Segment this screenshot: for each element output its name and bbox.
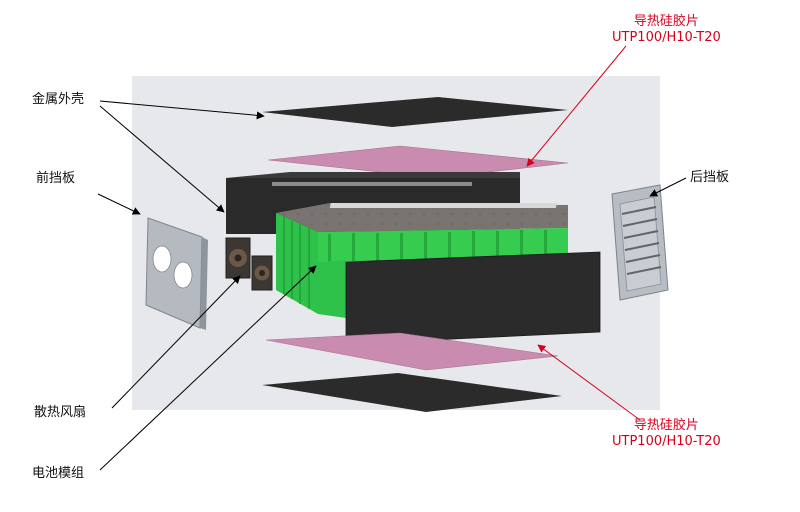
leader-lines [97, 100, 687, 471]
cooling-fans [225, 237, 273, 291]
bottom-thermal-pad [265, 332, 559, 371]
rear-panel [611, 184, 669, 301]
label-front-panel: 前挡板 [36, 171, 76, 186]
label-battery-module: 电池模组 [32, 466, 85, 481]
thermal-pad-bottom-name: 导热硅胶片 [633, 418, 699, 433]
label-cooling-fan: 散热风扇 [34, 405, 87, 420]
thermal-pad-bottom-callout: 导热硅胶片 UTP100/H10-T20 [612, 418, 721, 450]
top-shell-plate [262, 97, 568, 127]
thermal-pad-bottom-model: UTP100/H10-T20 [612, 434, 721, 449]
label-rear-panel: 后挡板 [690, 170, 730, 185]
thermal-pad-top-name: 导热硅胶片 [633, 14, 699, 29]
bottom-shell-plate [262, 373, 562, 412]
front-shell-plate [345, 251, 601, 345]
front-panel [145, 217, 208, 330]
thermal-pad-leaders [526, 45, 641, 421]
thermal-pad-top-callout: 导热硅胶片 UTP100/H10-T20 [612, 14, 721, 46]
label-metal-shell: 金属外壳 [32, 92, 85, 107]
thermal-pad-top-model: UTP100/H10-T20 [612, 30, 721, 45]
battery-module [276, 203, 568, 318]
